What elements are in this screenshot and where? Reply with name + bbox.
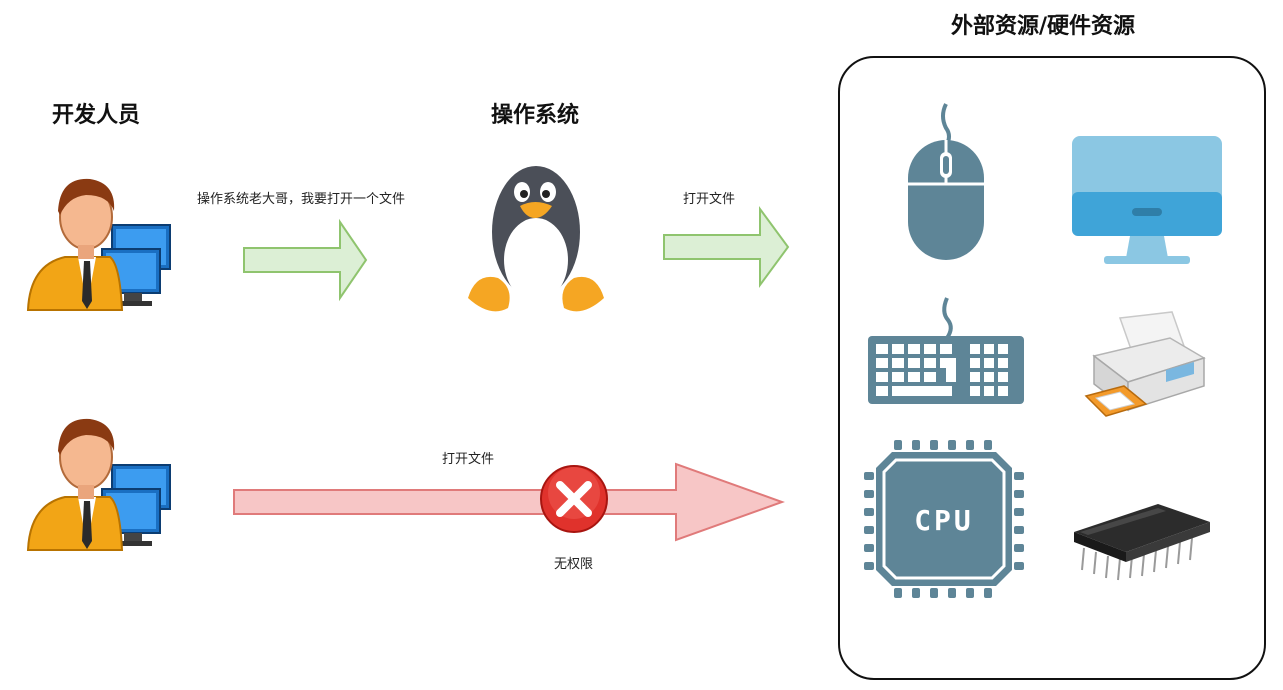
open-file-label-direct: 打开文件 [442,452,495,467]
request-arrow [243,218,368,302]
deny-x-icon [540,465,608,533]
cpu-icon: CPU [864,440,1024,598]
monitor-icon [1072,136,1222,264]
hardware-heading: 外部资源/硬件资源 [951,14,1136,39]
cpu-label: CPU [914,504,974,537]
no-permission-label: 无权限 [554,557,594,572]
keyboard-icon [868,297,1024,404]
developer-heading: 开发人员 [52,103,141,128]
memory-chip-icon [1074,504,1210,581]
printer-icon [1084,311,1206,417]
open-file-label-os: 打开文件 [683,192,736,207]
os-heading: 操作系统 [491,103,580,128]
denied-arrow [233,462,785,542]
developer-icon [26,418,171,551]
request-label: 操作系统老大哥，我要打开一个文件 [197,192,406,207]
mouse-icon [908,103,984,260]
linux-penguin-icon [468,166,604,312]
developer-icon [26,178,171,311]
open-file-arrow-os [663,205,790,289]
